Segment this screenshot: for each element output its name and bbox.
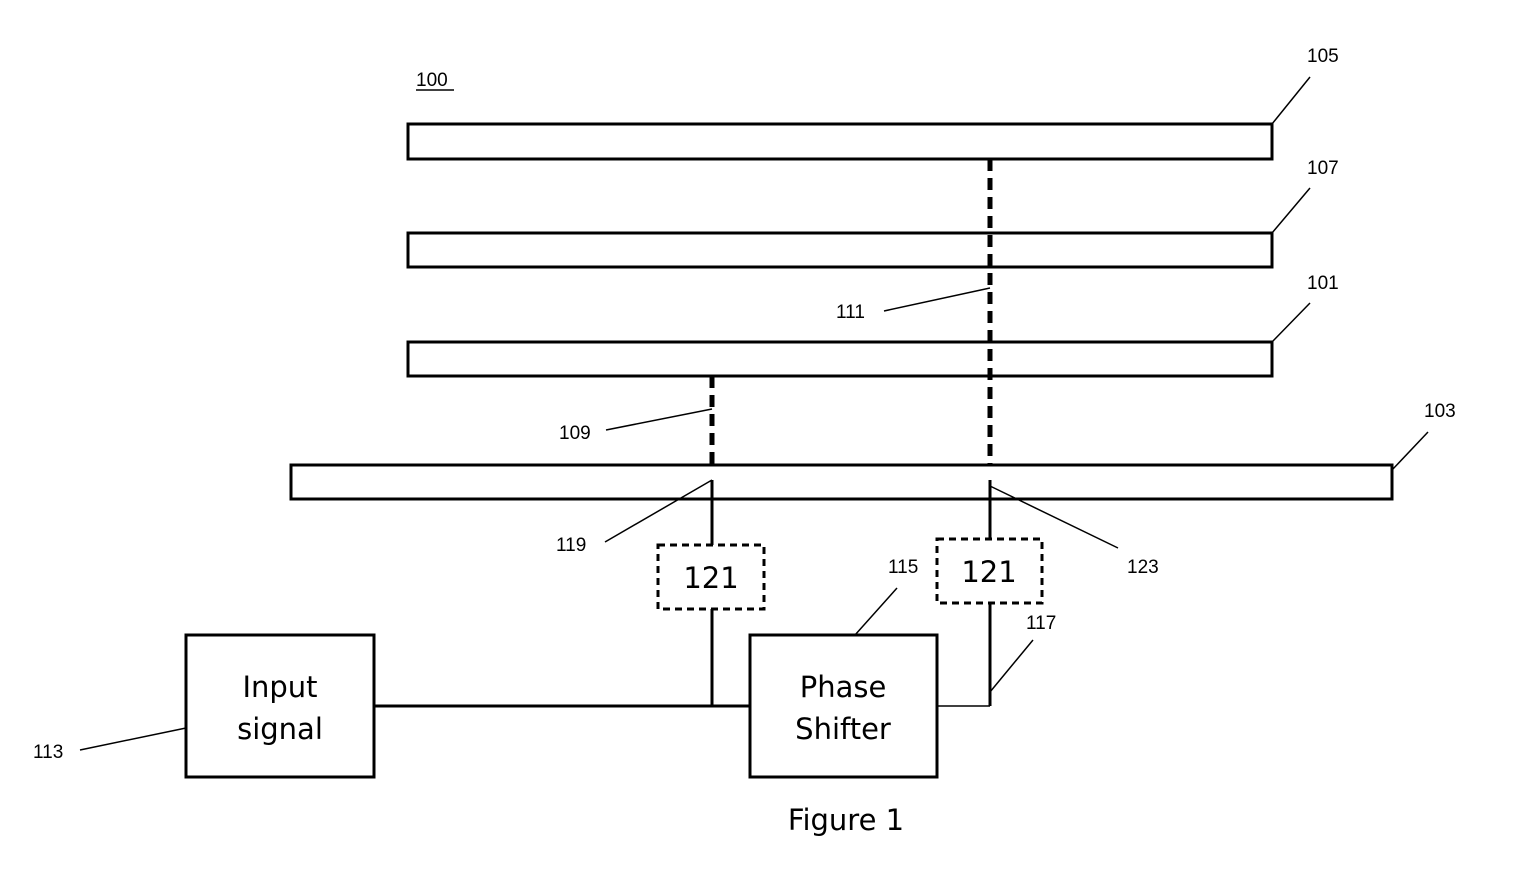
optional-component-left [656, 543, 766, 611]
phase-shifter-label-line2: Shifter [795, 712, 891, 746]
ref-101: 101 [1307, 273, 1339, 294]
optional-component-left-label: 121 [683, 561, 738, 595]
ref-123: 123 [1127, 557, 1159, 578]
leader-123 [989, 485, 1119, 549]
leader-103 [1391, 431, 1429, 471]
ref-119: 119 [556, 535, 586, 556]
leader-101 [1271, 302, 1311, 343]
leader-117 [989, 639, 1034, 693]
optional-component-right [935, 537, 1044, 605]
figure-caption: Figure 1 [788, 803, 904, 837]
ref-113: 113 [33, 742, 63, 763]
leader-115 [854, 587, 898, 636]
leader-109 [605, 408, 713, 431]
phase-shifter-box [748, 633, 939, 779]
plate-107 [406, 231, 1274, 269]
optional-component-right-label: 121 [961, 555, 1016, 589]
plate-101 [406, 340, 1274, 378]
leader-119 [604, 479, 713, 543]
leader-113 [79, 727, 187, 751]
input-signal-label-line1: Input [242, 670, 317, 704]
ref-117: 117 [1026, 613, 1056, 634]
ref-103: 103 [1424, 401, 1456, 422]
ref-111: 111 [836, 302, 865, 323]
plate-103 [289, 463, 1394, 501]
ref-109: 109 [559, 423, 591, 444]
figure-id-label: 100 [416, 70, 448, 91]
phase-shifter-label-line1: Phase [800, 670, 887, 704]
ref-115: 115 [888, 557, 918, 578]
leader-105 [1271, 76, 1311, 125]
input-signal-label-line2: signal [237, 712, 323, 746]
leader-111 [883, 287, 991, 312]
ref-107: 107 [1307, 158, 1339, 179]
plate-105 [406, 122, 1274, 161]
ref-105: 105 [1307, 46, 1339, 67]
input-signal-box [184, 633, 376, 779]
leader-107 [1271, 187, 1311, 234]
